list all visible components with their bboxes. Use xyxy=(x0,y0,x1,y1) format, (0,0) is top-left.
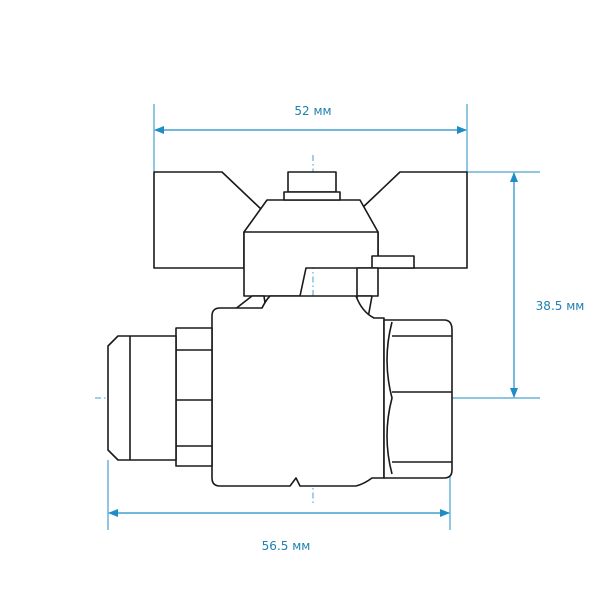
valve-body xyxy=(211,295,385,487)
stem-nut xyxy=(287,171,337,193)
right-hex-nut xyxy=(383,319,453,479)
dimension-top-width-label: 52 мм xyxy=(294,104,331,118)
left-thread-end xyxy=(107,335,177,461)
dimension-lines xyxy=(108,126,518,517)
dimension-bottom-width-label: 56.5 мм xyxy=(262,539,311,553)
stopper-post xyxy=(356,267,379,297)
handle-hub xyxy=(243,199,379,297)
dimension-height-label: 38.5 мм xyxy=(536,299,585,313)
extension-lines xyxy=(107,104,540,530)
stem-washer xyxy=(283,191,341,201)
valve-outline xyxy=(107,171,468,487)
handle-stopper xyxy=(371,255,415,269)
